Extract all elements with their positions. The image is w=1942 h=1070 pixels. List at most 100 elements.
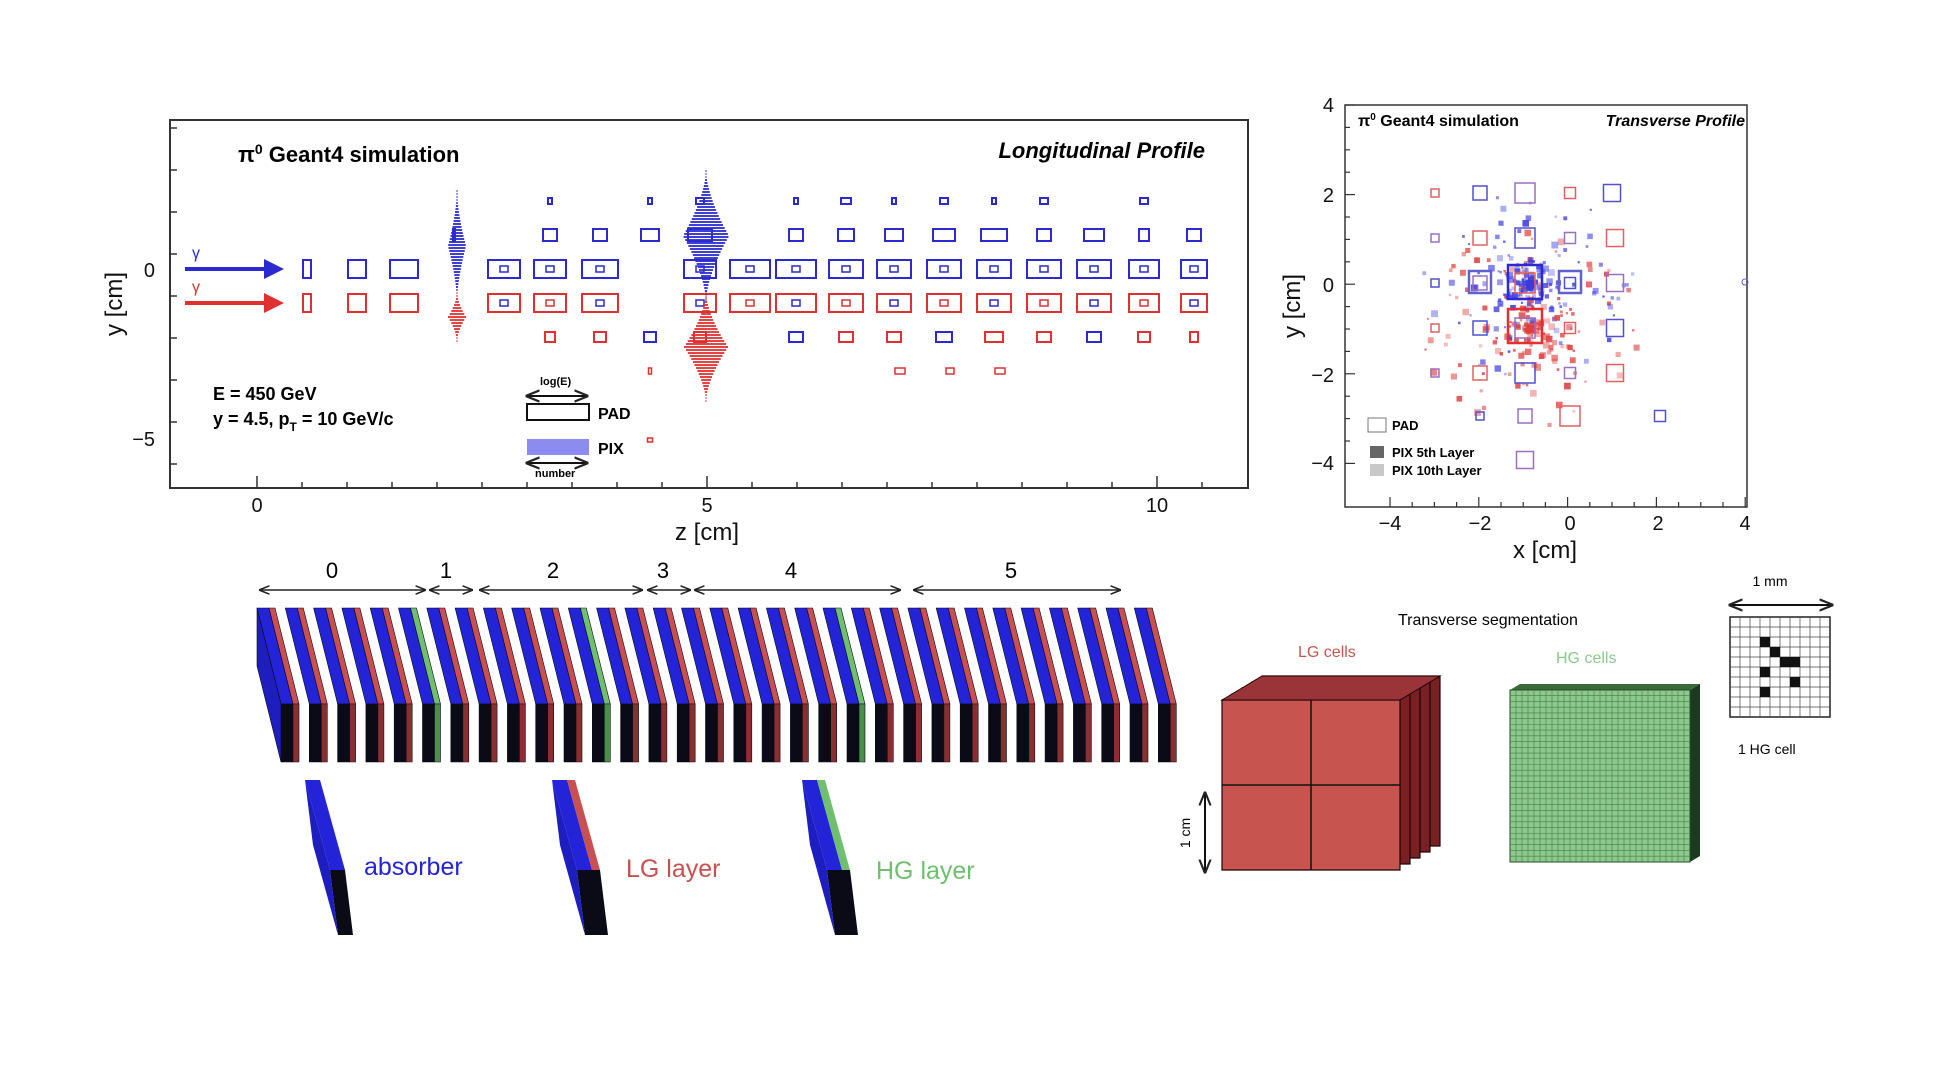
- pix-strip-blue: [455, 205, 459, 207]
- transverse-pix-hit: [1518, 287, 1524, 293]
- pix-strip-blue: [705, 170, 707, 172]
- transverse-pad-box: [1472, 185, 1488, 201]
- pad-box-blue-top: [1039, 197, 1049, 205]
- transverse-pix-hit: [1517, 229, 1522, 234]
- pad-box-red-bottom: [647, 367, 653, 375]
- pix-strip-red: [704, 388, 708, 390]
- lg-plate-side: [688, 703, 696, 763]
- pix-box-blue: [1139, 265, 1149, 273]
- transverse-pix-hit: [1538, 292, 1542, 296]
- absorber-plate-side: [620, 703, 633, 763]
- hg-layer-legend-icon: [802, 780, 858, 935]
- transverse-pix-hit: [1451, 263, 1456, 269]
- transverse-pix-hit: [1468, 243, 1471, 246]
- transverse-sim-title: π0 Geant4 simulation: [1358, 112, 1519, 130]
- photon-label-red: γ: [192, 279, 200, 296]
- transverse-pad-box: [1430, 233, 1440, 243]
- pix-strip-blue: [455, 211, 459, 213]
- transverse-pix-hit: [1548, 344, 1554, 350]
- pix-strip-blue: [451, 232, 463, 234]
- lg-plate-side: [802, 703, 809, 763]
- pix-strip-red: [705, 400, 707, 402]
- pix-strip-red: [456, 298, 458, 300]
- absorber-plate-face: [305, 780, 338, 935]
- transverse-pix-hit: [1457, 363, 1462, 368]
- transverse-pix-hit: [1481, 372, 1485, 376]
- pad-box-blue-top: [647, 197, 653, 205]
- pad-box-blue-upper: [640, 228, 660, 242]
- pix-strip-red: [698, 319, 714, 321]
- pix-box-red: [841, 299, 851, 307]
- section-number-3: 3: [657, 558, 669, 583]
- pix-strip-red: [701, 313, 711, 315]
- trans-xtick-minus4: −4: [1379, 513, 1402, 535]
- transverse-pix-hit: [1535, 284, 1541, 291]
- transverse-pix-hit: [1530, 237, 1534, 241]
- pix-strip-blue: [704, 182, 708, 184]
- transverse-pix-hit: [1520, 266, 1524, 269]
- transverse-edge-marker: [1741, 278, 1749, 286]
- pad-box-blue: [347, 259, 367, 279]
- transverse-pix-hit: [1572, 410, 1576, 413]
- pix-strip-red: [694, 328, 718, 330]
- transverse-pix-hit: [1499, 352, 1504, 356]
- lg-plate-side: [773, 703, 781, 763]
- transverse-pix-hit: [1534, 363, 1542, 371]
- transverse-pix-hit: [1514, 279, 1520, 285]
- absorber-plate-side: [478, 703, 492, 763]
- transverse-pix-hit: [1430, 368, 1437, 376]
- trans-xtick-2: 2: [1652, 513, 1663, 535]
- transverse-pix-hit: [1520, 362, 1525, 367]
- transverse-pad-box: [1563, 366, 1577, 380]
- detector-stack-section: 0 1 2 3 4 5 absorber LG layer HG layer: [256, 558, 1177, 935]
- pad-box-blue-upper: [542, 228, 558, 242]
- pad-box-red: [976, 293, 1012, 313]
- lg-plate-side: [915, 703, 922, 763]
- transverse-pix-hit: [1524, 229, 1532, 237]
- transverse-pix-hit: [1565, 311, 1569, 315]
- transverse-ticks: [1345, 104, 1746, 507]
- pix-strip-blue: [685, 239, 727, 241]
- transverse-pix-hit: [1504, 372, 1507, 376]
- pad-box-red-lower: [1137, 331, 1151, 343]
- transverse-pix-hit: [1569, 307, 1573, 311]
- pix-strip-blue: [698, 203, 714, 205]
- pix-strip-blue: [694, 257, 718, 259]
- hg-plate-side: [434, 703, 441, 763]
- pix-strip-blue: [454, 274, 460, 276]
- transverse-pix-hit: [1527, 271, 1534, 278]
- lg-plate-side: [1028, 703, 1036, 763]
- transverse-pix-hit: [1538, 353, 1545, 360]
- transverse-pix-hit: [1524, 328, 1528, 332]
- lg-plate-side: [577, 870, 608, 935]
- absorber-plate-side: [365, 703, 379, 763]
- pad-box-red: [581, 293, 619, 313]
- absorber-plate-side: [1129, 703, 1143, 763]
- pix-strip-blue: [452, 262, 462, 264]
- transverse-pix-hit: [1528, 278, 1532, 281]
- transverse-pad-box: [1653, 409, 1667, 423]
- pix-strip-blue: [456, 202, 458, 204]
- pix-strip-blue: [704, 287, 708, 289]
- section-number-2: 2: [547, 558, 559, 583]
- transverse-pix-hit: [1526, 331, 1530, 335]
- absorber-plate: [552, 780, 592, 870]
- hg-cell-hit-pixel: [1780, 657, 1790, 667]
- energy-label: E = 450 GeV: [213, 384, 317, 404]
- pix-strip-red: [691, 334, 721, 336]
- pad-box-blue-top: [1139, 197, 1149, 205]
- transverse-pad-box: [1602, 183, 1622, 203]
- transverse-pix-hit: [1526, 279, 1530, 283]
- transverse-pix-hit: [1518, 352, 1525, 359]
- pad-box-blue-upper: [1186, 228, 1202, 242]
- transverse-pix-hit: [1518, 284, 1526, 291]
- pix-strip-red: [452, 325, 462, 327]
- transverse-pix-hit: [1494, 347, 1502, 355]
- pad-box-red-lower: [788, 331, 804, 343]
- lg-plate-side: [575, 703, 583, 763]
- transverse-pix-hit: [1630, 272, 1635, 276]
- pix-box-blue: [791, 265, 801, 273]
- trans-ytick-2: 2: [1323, 185, 1334, 207]
- transverse-pix-hit: [1571, 282, 1577, 288]
- stack-front-face: [256, 607, 282, 763]
